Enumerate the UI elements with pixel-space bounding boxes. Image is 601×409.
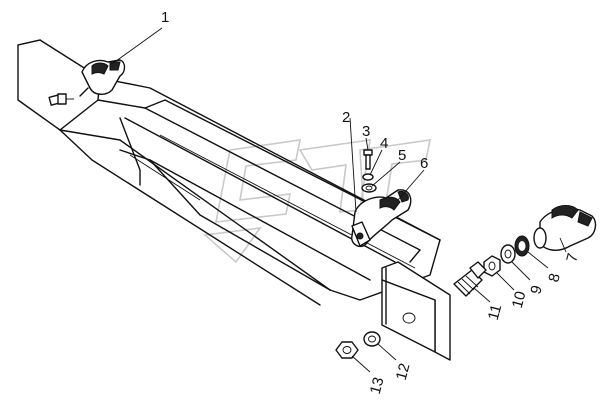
callout-10: 10 bbox=[509, 289, 530, 310]
coupling-head-7 bbox=[533, 205, 597, 251]
washer-9 bbox=[500, 244, 516, 264]
callout-3: 3 bbox=[362, 123, 370, 140]
washer-12 bbox=[363, 331, 381, 347]
frame-beam bbox=[17, 39, 441, 306]
bolt-3 bbox=[363, 149, 373, 170]
washer-5 bbox=[361, 183, 377, 193]
watermark-logo bbox=[203, 139, 432, 264]
mounting-bracket bbox=[381, 261, 451, 361]
bolt-left bbox=[48, 93, 74, 106]
callout-1: 1 bbox=[161, 9, 169, 26]
callout-6: 6 bbox=[420, 155, 428, 172]
fitting-11 bbox=[453, 261, 487, 297]
callout-13: 13 bbox=[367, 375, 388, 396]
callout-11: 11 bbox=[485, 303, 505, 322]
callout-5: 5 bbox=[398, 147, 406, 164]
callout-12: 12 bbox=[393, 361, 414, 382]
coupling-head-6 bbox=[351, 189, 412, 248]
callout-8: 8 bbox=[545, 272, 564, 284]
callout-7: 7 bbox=[563, 252, 582, 264]
leader-lines bbox=[111, 27, 567, 373]
callout-2: 2 bbox=[342, 109, 350, 126]
nut-13 bbox=[335, 341, 359, 359]
washer-4 bbox=[362, 173, 374, 181]
callout-9: 9 bbox=[527, 284, 546, 296]
callout-4: 4 bbox=[380, 135, 388, 152]
washer-8 bbox=[514, 235, 530, 257]
